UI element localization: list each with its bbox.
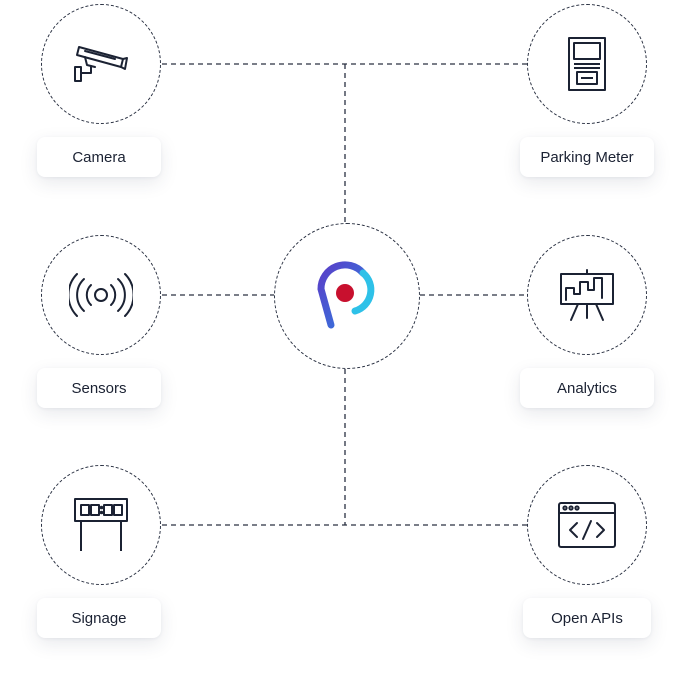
sensors-label: Sensors	[71, 379, 127, 397]
signage-node	[41, 465, 161, 585]
analytics-label: Analytics	[556, 379, 618, 397]
open-apis-node	[527, 465, 647, 585]
code-window-icon	[557, 501, 617, 549]
wireless-signal-icon	[69, 271, 133, 319]
signage-label-card: Signage	[37, 598, 161, 638]
camera-label: Camera	[72, 148, 126, 166]
hub-node	[274, 223, 420, 369]
signage-label: Signage	[71, 609, 127, 627]
parking-meter-label-card: Parking Meter	[520, 137, 654, 177]
presentation-chart-icon	[558, 268, 616, 322]
parking-meter-icon	[567, 36, 607, 92]
parking-meter-label: Parking Meter	[540, 148, 634, 166]
open-apis-label-card: Open APIs	[523, 598, 651, 638]
analytics-label-card: Analytics	[520, 368, 654, 408]
open-apis-label: Open APIs	[551, 609, 623, 627]
parking-meter-node	[527, 4, 647, 124]
digital-sign-icon	[73, 497, 129, 553]
analytics-node	[527, 235, 647, 355]
security-camera-icon	[71, 39, 131, 89]
sensors-node	[41, 235, 161, 355]
camera-node	[41, 4, 161, 124]
brand-p-logo-icon	[317, 259, 377, 333]
sensors-label-card: Sensors	[37, 368, 161, 408]
camera-label-card: Camera	[37, 137, 161, 177]
